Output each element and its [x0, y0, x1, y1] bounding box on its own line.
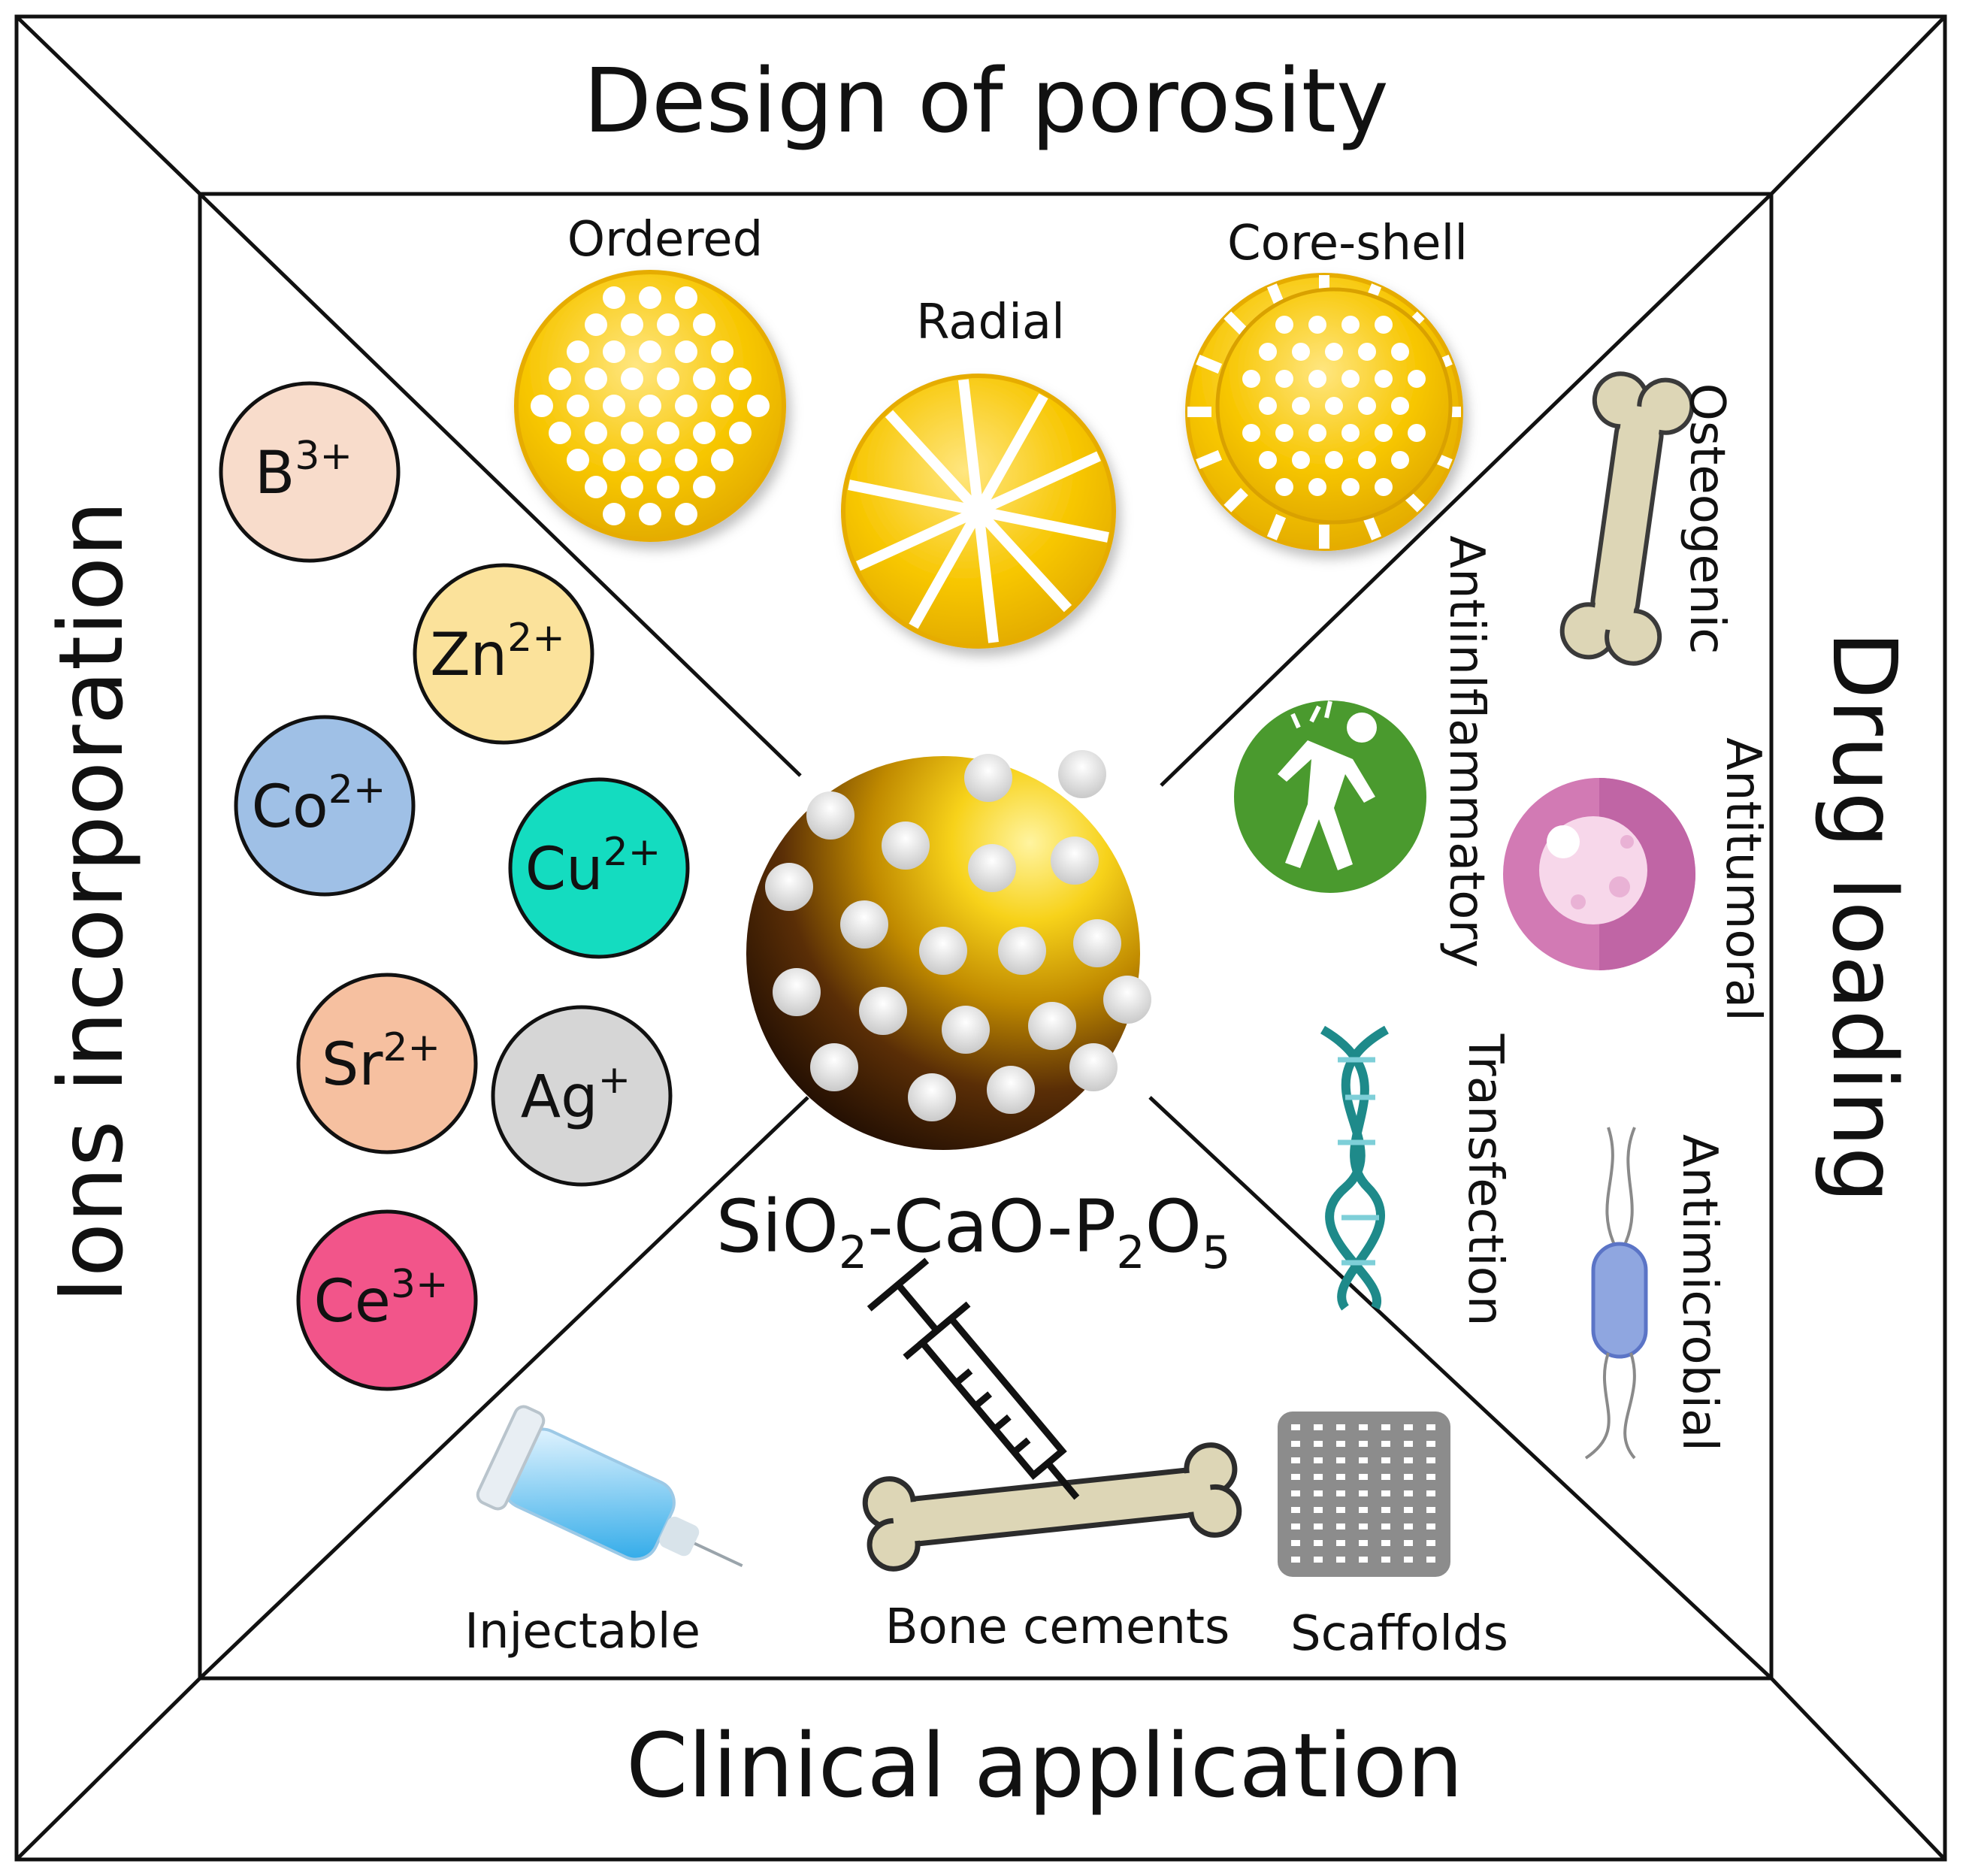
- ion-ce: Ce3+: [296, 1209, 478, 1391]
- bone-icon: [1559, 371, 1695, 666]
- porosity-label-core-shell: Core-shell: [1227, 216, 1468, 271]
- section-title-left: Ions incorporation: [39, 501, 143, 1303]
- ion-zn: Zn2+: [413, 563, 594, 745]
- syringe-icon: [476, 1405, 743, 1567]
- center-formula: SiO2-CaO-P2O5: [716, 1185, 1231, 1279]
- ion-ag: Ag+: [491, 1005, 673, 1187]
- ion-list: B3+ Zn2+ Co2+ Cu2+ Sr2+ Ag+ Ce3+: [219, 381, 690, 1391]
- drug-label-transfection: Transfection: [1457, 1033, 1513, 1327]
- drug-label-antitumoral: Antitumoral: [1715, 737, 1771, 1021]
- ion-co: Co2+: [234, 715, 416, 897]
- clinical-label-injectable: Injectable: [464, 1604, 700, 1660]
- drug-label-antimicrobial: Antimicrobial: [1671, 1134, 1727, 1451]
- section-title-right: Drug loading: [1813, 631, 1916, 1203]
- clinical-label-bone-cements: Bone cements: [885, 1599, 1230, 1655]
- ion-label: Sr2+: [322, 1025, 440, 1099]
- section-title-bottom: Clinical application: [626, 1714, 1463, 1817]
- ion-label: Co2+: [252, 767, 386, 841]
- ordered-particle: [514, 270, 786, 542]
- frame: [14, 14, 1947, 1862]
- clinical-label-scaffolds: Scaffolds: [1290, 1606, 1508, 1662]
- tumor-cell-icon: [1503, 778, 1695, 970]
- porosity-label-radial: Radial: [916, 295, 1065, 350]
- bioactive-glass-sphere: [746, 750, 1151, 1150]
- ion-sr: Sr2+: [296, 973, 478, 1154]
- pain-person-icon: [1234, 700, 1426, 893]
- ion-label: Cu2+: [525, 830, 661, 903]
- ion-label: Ag+: [521, 1058, 631, 1131]
- dna-icon: [1320, 1025, 1389, 1311]
- ion-cu: Cu2+: [508, 777, 690, 959]
- ion-label: Zn2+: [430, 616, 565, 689]
- ion-b: B3+: [219, 381, 401, 563]
- section-title-top: Design of porosity: [583, 49, 1389, 153]
- core-shell-particle: [1185, 273, 1463, 551]
- drug-label-antiinflammatory: Antiinlflammatory: [1438, 535, 1494, 967]
- ion-label: Ce3+: [313, 1262, 448, 1336]
- bone-syringe-icon: [862, 1257, 1242, 1572]
- radial-particle: [841, 374, 1116, 649]
- ion-label: B3+: [255, 434, 352, 507]
- drug-label-osteogenic: Osteogenic: [1679, 383, 1735, 655]
- porosity-label-ordered: Ordered: [567, 212, 763, 268]
- scaffold-icon: [1278, 1412, 1450, 1577]
- bacterium-icon: [1584, 1127, 1648, 1460]
